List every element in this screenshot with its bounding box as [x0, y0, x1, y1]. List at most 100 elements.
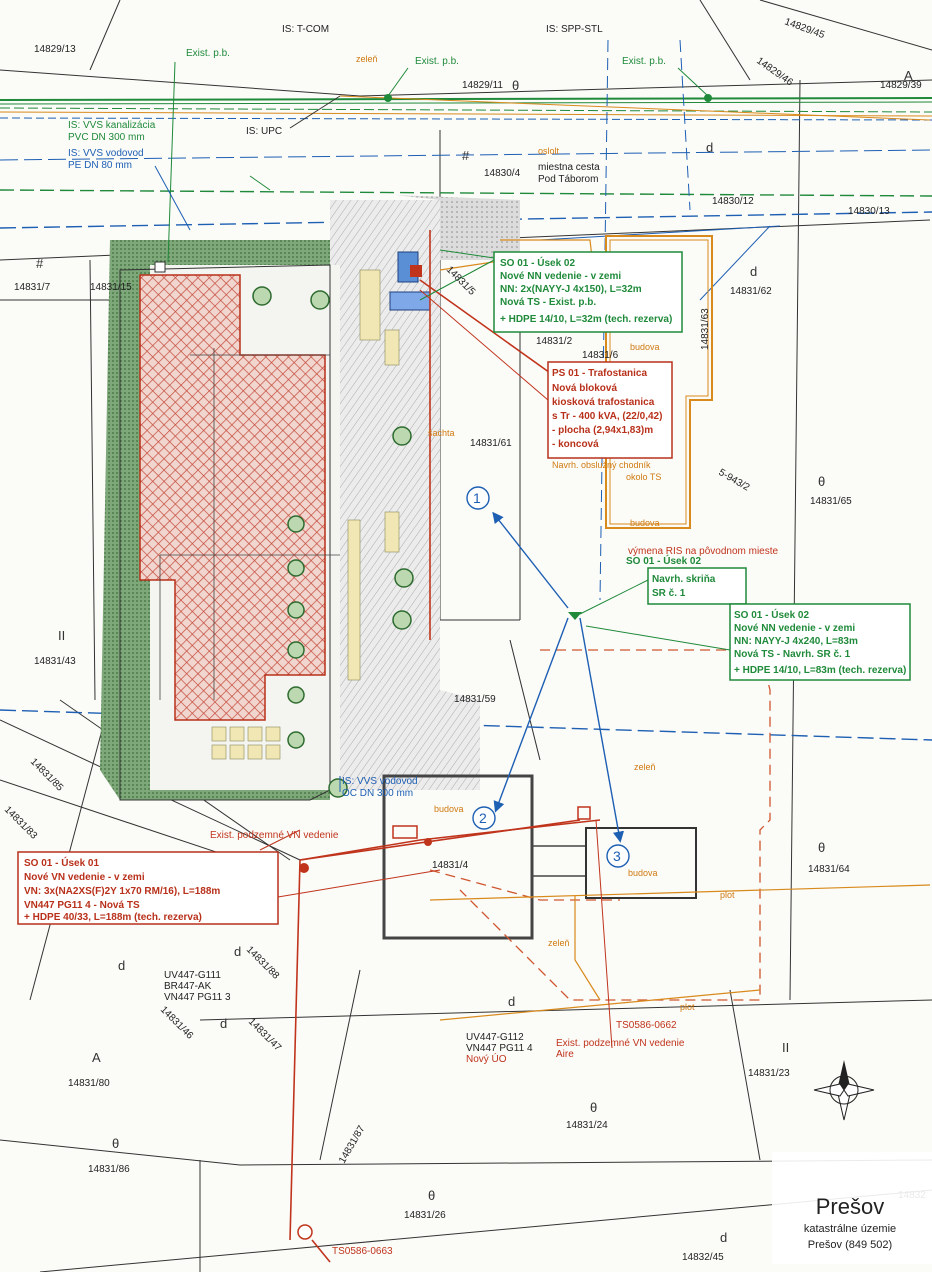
label-oslolt: oslolt — [538, 146, 560, 156]
label-vvs-vodovod-s-2: OC DN 300 mm — [342, 788, 413, 799]
box-line: Nová bloková — [552, 383, 617, 394]
parcel-label: 14831/64 — [808, 864, 850, 875]
box-title: PS 01 - Trafostanica — [552, 368, 647, 379]
parcel-label: 14831/2 — [536, 336, 573, 347]
parcel-label: 14831/80 — [68, 1078, 110, 1089]
symbol-d: d — [118, 958, 125, 973]
route-markers — [466, 486, 630, 868]
label-upc: IS: UPC — [246, 126, 282, 137]
parcel-label: 14831/26 — [404, 1210, 446, 1221]
building-footprint — [119, 264, 331, 801]
callout-skrina: SO 01 - Úsek 02 Navrh. skriňa SR č. 1 — [626, 554, 716, 599]
label-exist-pb-3: Exist. p.b. — [622, 56, 666, 67]
symbol-d: d — [720, 1230, 727, 1245]
box-line: Navrh. skriňa — [652, 574, 716, 585]
parcel-label: 14831/43 — [34, 656, 76, 667]
buildings-right — [382, 235, 713, 940]
vn-routes — [289, 230, 601, 1263]
parcel-label: 14831/5 — [444, 264, 478, 298]
parcel-label: 14831/59 — [454, 694, 496, 705]
box-line: Nová TS - Exist. p.b. — [500, 297, 596, 308]
label-uv-b-2: VN447 PG11 4 — [466, 1043, 533, 1054]
box-title: SO 01 - Úsek 02 — [500, 256, 575, 269]
box-title: SO 01 - Úsek 02 — [626, 554, 701, 567]
label-uv-a-3: VN447 PG11 3 — [164, 992, 231, 1003]
symbol-a: A — [92, 1050, 101, 1065]
parcel-label: 14830/12 — [712, 196, 754, 207]
parcel-labels: 14829/13 14829/45 14829/11 14829/46 1482… — [2, 16, 926, 1263]
parcel-label: 14831/46 — [158, 1004, 196, 1042]
pole-markers — [154, 94, 712, 620]
parcel-label: 14831/88 — [244, 944, 282, 982]
symbol-theta: θ — [428, 1188, 435, 1203]
building-grid — [159, 348, 340, 700]
label-ts-663: TS0586-0663 — [332, 1246, 393, 1257]
label-exist-pb-1: Exist. p.b. — [186, 48, 230, 59]
label-vvs-vodovod-2: PE DN 80 mm — [68, 160, 132, 171]
parcel-label: 14830/13 — [848, 206, 890, 217]
label-budova: budova — [630, 342, 660, 352]
box-line: - plocha (2,94x1,83)m — [552, 425, 653, 436]
label-budova: budova — [628, 868, 658, 878]
symbol-theta: θ — [512, 78, 519, 93]
symbol-d: d — [508, 994, 515, 1009]
yellow-blocks — [211, 269, 400, 760]
box-title: SO 01 - Úsek 01 — [24, 856, 99, 869]
box-line: + HDPE 14/10, L=32m (tech. rezerva) — [500, 314, 672, 325]
parcel-label: 14831/6 — [582, 350, 619, 361]
parcel-label: 14831/65 — [810, 496, 852, 507]
box-line: + HDPE 40/33, L=188m (tech. rezerva) — [24, 912, 202, 923]
symbol-d: d — [220, 1016, 227, 1031]
box-line: Nové NN vedenie - v zemi — [500, 271, 621, 282]
box-line: - koncová — [552, 439, 599, 450]
parcel-label: 14829/46 — [754, 55, 795, 88]
label-budova: budova — [434, 804, 464, 814]
parcel-label: 14829/39 — [880, 80, 922, 91]
title-block: Prešov katastrálne územie Prešov (849 50… — [772, 1152, 932, 1264]
label-zelen: zeleň — [548, 938, 570, 948]
route-marker-3 — [606, 844, 630, 868]
label-plot: plot — [720, 890, 735, 900]
parcel-label: 14831/4 — [432, 860, 469, 871]
route-number-1: 1 — [473, 490, 481, 506]
callout-boxes — [17, 251, 911, 925]
callout-usek02-top: SO 01 - Úsek 02 Nové NN vedenie - v zemi… — [500, 256, 672, 325]
label-t-com: IS: T-COM — [282, 24, 329, 35]
label-chodnik-2: okolo TS — [626, 472, 661, 482]
route-marker-1 — [466, 486, 490, 510]
box-line: Nová TS - Navrh. SR č. 1 — [734, 649, 851, 660]
cadastre-label: katastrálne územie — [804, 1223, 896, 1235]
label-vvs-vodovod-s-1: IS: VVS vodovod — [342, 776, 418, 787]
parcel-label: 14831/24 — [566, 1120, 608, 1131]
symbol-d: d — [234, 944, 241, 959]
transformer-station — [389, 251, 431, 311]
label-plot: plot — [680, 1002, 695, 1012]
parcel-label: 5-943/2 — [717, 467, 752, 494]
symbol-d: d — [706, 140, 713, 155]
box-line: VN: 3x(NA2XS(F)2Y 1x70 RM/16), L=188m — [24, 886, 220, 897]
city-title: Prešov — [816, 1194, 884, 1219]
label-vvs-kanal-2: PVC DN 300 mm — [68, 132, 145, 143]
callout-usek02-right: SO 01 - Úsek 02 Nové NN vedenie - v zemi… — [734, 608, 906, 676]
label-miestna-cesta: miestna cesta — [538, 162, 600, 173]
label-uv-a-1: UV447-G111 — [164, 970, 221, 981]
label-uv-a-2: BR447-AK — [164, 981, 212, 992]
box-line: SR č. 1 — [652, 588, 686, 599]
label-spp-stl: IS: SPP-STL — [546, 24, 603, 35]
parcel-label: 14831/83 — [2, 804, 40, 842]
route-number-2: 2 — [479, 810, 487, 826]
box-line: Nové VN vedenie - v zemi — [24, 872, 145, 883]
callout-ps01: PS 01 - Trafostanica Nová bloková kiosko… — [552, 368, 662, 450]
box-line: Nové NN vedenie - v zemi — [734, 623, 855, 634]
label-zelen: zeleň — [634, 762, 656, 772]
box-line: s Tr - 400 kVA, (22/0,42) — [552, 411, 662, 422]
label-vymena: výmena RIS na pôvodnom mieste — [628, 546, 779, 557]
north-arrow-icon — [813, 1060, 875, 1121]
box-line: VN447 PG11 4 - Nová TS — [24, 900, 140, 911]
cadastre-name: Prešov (849 502) — [808, 1239, 892, 1251]
label-vvs-vodovod-1: IS: VVS vodovod — [68, 148, 144, 159]
parcel-label: 14829/13 — [34, 44, 76, 55]
infra-labels: IS: T-COM IS: SPP-STL Exist. p.b. Exist.… — [68, 24, 685, 1257]
symbol-theta: θ — [112, 1136, 119, 1151]
label-ts-662: TS0586-0662 — [616, 1020, 677, 1031]
